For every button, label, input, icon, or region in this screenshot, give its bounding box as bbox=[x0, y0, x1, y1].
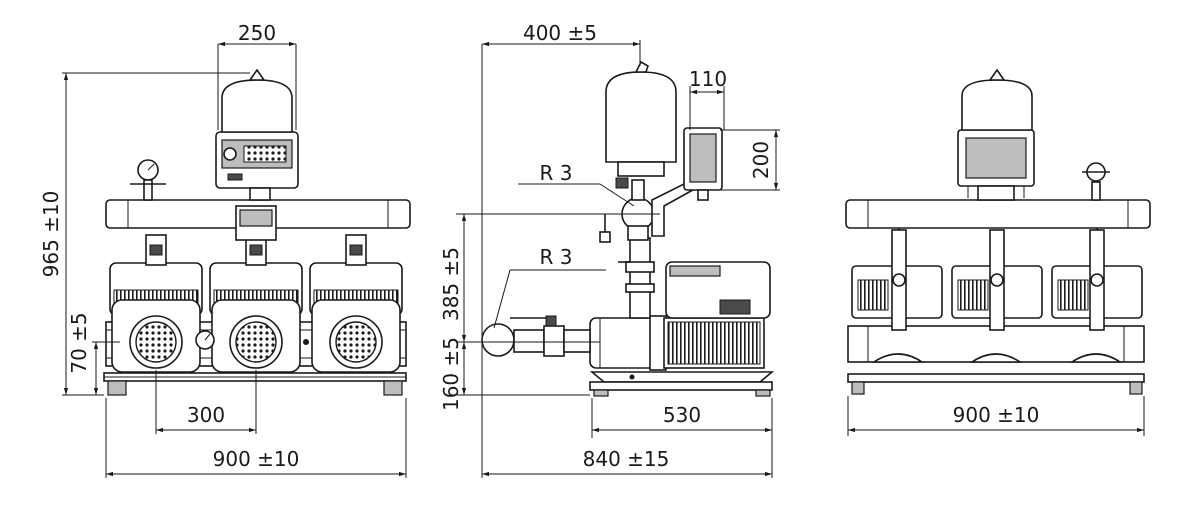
front-discharge-manifold bbox=[105, 199, 411, 241]
label-thread-upper: R 3 bbox=[540, 161, 573, 185]
front-pressure-gauge-lower bbox=[195, 330, 309, 350]
back-gauge bbox=[1082, 162, 1110, 201]
dim-height-upper: 385 ±5 bbox=[439, 247, 463, 321]
back-pump-1 bbox=[851, 216, 943, 363]
dim-box-width: 110 bbox=[689, 67, 727, 91]
dim-height-lower: 160 ±5 bbox=[439, 337, 463, 411]
side-expansion-vessel bbox=[605, 60, 677, 177]
back-discharge-manifold bbox=[845, 199, 1151, 229]
front-controller bbox=[215, 131, 299, 201]
dim-vessel-offset: 400 ±5 bbox=[523, 21, 597, 45]
dim-box-height: 200 bbox=[749, 141, 773, 179]
front-dimension-lines bbox=[62, 41, 407, 478]
dim-pipe-height: 70 ±5 bbox=[67, 312, 91, 373]
back-pump-3 bbox=[1051, 216, 1143, 363]
dim-top-width: 250 bbox=[238, 21, 276, 45]
front-pump-2 bbox=[209, 234, 303, 373]
back-dimension-lines bbox=[847, 396, 1145, 436]
front-view: 250 965 ±10 70 ±5 300 900 ±10 bbox=[39, 21, 411, 478]
front-expansion-vessel bbox=[221, 68, 293, 133]
dim-pump-spacing: 300 bbox=[187, 403, 225, 427]
front-pressure-gauge bbox=[130, 159, 166, 201]
back-pump-2 bbox=[951, 229, 1043, 363]
label-thread-lower: R 3 bbox=[540, 245, 573, 269]
dim-front-base-width: 900 ±10 bbox=[213, 447, 300, 471]
front-pump-3 bbox=[309, 234, 403, 373]
side-controller-bracket bbox=[651, 127, 723, 237]
side-suction-valve bbox=[481, 315, 591, 357]
back-view: 900 ±10 bbox=[845, 68, 1151, 436]
dim-total-height: 965 ±10 bbox=[39, 191, 63, 278]
side-dimension-lines bbox=[456, 40, 780, 478]
back-controller bbox=[957, 129, 1035, 201]
side-view: 400 ±5 110 200 R 3 R 3 385 ±5 160 ±5 530… bbox=[439, 21, 780, 478]
dim-frame-width: 530 bbox=[663, 403, 701, 427]
dim-back-base-width: 900 ±10 bbox=[953, 403, 1040, 427]
side-manifold-section bbox=[599, 177, 655, 243]
side-pump-body bbox=[589, 261, 771, 371]
side-base-frame bbox=[589, 371, 775, 397]
back-base-frame bbox=[847, 373, 1145, 395]
side-riser-pipe bbox=[618, 237, 655, 319]
dim-total-depth: 840 ±15 bbox=[583, 447, 670, 471]
front-pump-1 bbox=[109, 234, 203, 373]
back-expansion-vessel bbox=[961, 68, 1033, 131]
front-base-frame bbox=[103, 372, 407, 396]
